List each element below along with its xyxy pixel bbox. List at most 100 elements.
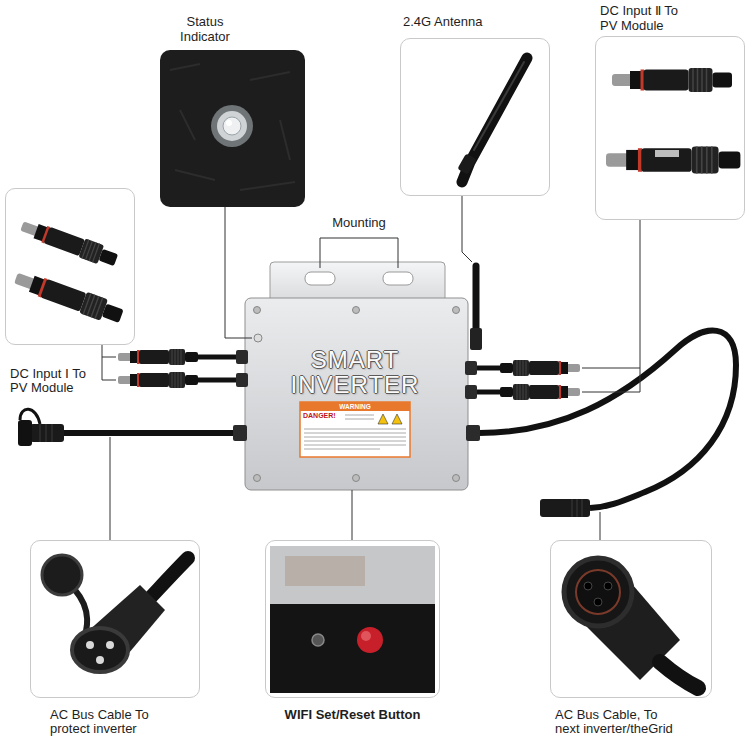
inset-frame [160, 50, 305, 207]
antenna [470, 266, 482, 350]
warning-label [378, 414, 402, 424]
callout-inset: 2.4G Antenna [400, 15, 550, 196]
ac-plug-photo [42, 555, 82, 595]
mc4-connector [118, 372, 198, 388]
dc-cable [236, 373, 248, 387]
warning-label [300, 402, 410, 457]
danger-text: DANGER! [303, 411, 343, 420]
antenna [470, 328, 482, 350]
wifi-button-photo [270, 546, 435, 604]
ac-cable [18, 420, 32, 446]
inverter-housing [305, 272, 335, 285]
leader-line [320, 238, 398, 268]
status-indicator-photo [211, 105, 253, 147]
wifi-button-photo [270, 546, 435, 693]
leader-line [102, 345, 116, 380]
status-indicator-photo [217, 111, 247, 141]
status-indicator-photo [223, 117, 241, 135]
inset-frame [265, 540, 440, 698]
inset-frame [550, 540, 712, 698]
status-indicator-photo [160, 50, 305, 207]
callout-inset: WIFI Set/Reset Button [265, 540, 440, 722]
antenna-photo [474, 62, 524, 150]
screw [254, 475, 261, 482]
ac-socket-photo [584, 582, 592, 590]
wifi-button-photo [285, 556, 365, 586]
ac-plug-photo [96, 656, 104, 664]
callout-label: DC Input Ⅱ To PV Module [600, 4, 684, 33]
inset-frame [5, 188, 135, 345]
warning-label [300, 402, 410, 457]
callout-label: AC Bus Cable, To next inverter/theGrid [555, 708, 685, 737]
mc4-connector [500, 384, 580, 400]
dc-cable [465, 361, 477, 375]
inverter-housing [383, 272, 413, 285]
leader-line [462, 196, 472, 262]
ac-cable [572, 499, 582, 517]
antenna-photo [457, 153, 476, 175]
mc4-connector [606, 147, 740, 174]
connector-tag [655, 150, 679, 157]
ac-socket-photo [604, 582, 612, 590]
leader-line [225, 207, 252, 338]
mc4-connector [500, 360, 580, 376]
ac-plug-photo [86, 641, 94, 649]
antenna-photo [457, 58, 527, 182]
leader-line [582, 220, 640, 392]
mc4-connector [612, 68, 732, 92]
mc4-connector [118, 349, 198, 365]
ac-plug-photo [72, 628, 128, 672]
ac-cable [40, 424, 52, 442]
ac-cable [30, 424, 64, 442]
mc4-connector [12, 267, 125, 326]
ac-socket-photo [564, 558, 698, 688]
warning-heading: WARNING [320, 403, 390, 411]
ac-cable [62, 430, 236, 436]
dc-cable [475, 366, 502, 371]
warning-label [300, 402, 410, 411]
antenna [473, 266, 480, 330]
warning-heading: WARNING [320, 403, 390, 411]
wifi-button-photo [361, 631, 371, 641]
device-brand-text: SMART INVERTER [280, 347, 430, 397]
ac-socket-photo [576, 570, 620, 614]
leader-line [600, 512, 601, 540]
leader-line [352, 490, 353, 540]
screw [453, 475, 460, 482]
dc-cable [465, 360, 580, 400]
ac-plug-photo [42, 555, 188, 672]
dc-cable [465, 385, 477, 399]
dc-cable [118, 349, 248, 388]
ac-socket-photo [594, 598, 602, 606]
ac-cable [20, 409, 40, 424]
callout-label: AC Bus Cable To protect inverter [50, 708, 160, 737]
ac-cable [466, 425, 480, 441]
dc-connector-photo [12, 217, 125, 327]
part-label: Mounting [319, 216, 399, 231]
danger-text: DANGER! [303, 411, 343, 420]
ac-cable [540, 499, 590, 517]
ac-plug-photo [106, 641, 114, 649]
ac-cable [18, 409, 247, 446]
dc-cable [196, 355, 238, 360]
inset-frame [595, 36, 745, 220]
callout-label: Status Indicator [175, 15, 235, 44]
dc-connector-photo [606, 68, 740, 173]
wifi-button-photo [270, 604, 435, 693]
callout-inset: Status Indicator [160, 15, 305, 207]
ac-plug-photo [150, 558, 188, 598]
inverter-housing [245, 298, 468, 490]
wifi-button-photo [357, 627, 383, 653]
device-brand-text: SMART INVERTER [280, 347, 430, 397]
status-indicator-photo [170, 64, 295, 190]
screw [254, 307, 460, 482]
status-light [254, 334, 262, 342]
callout-label: 2.4G Antenna [403, 15, 523, 29]
callout-inset: DC Input Ⅱ To PV Module [595, 4, 745, 220]
screw [353, 307, 360, 314]
ac-cable [233, 425, 247, 441]
dc-cable [236, 350, 248, 364]
ac-socket-photo [564, 558, 632, 626]
callout-inset: AC Bus Cable To protect inverter [30, 540, 200, 737]
dc-cable [196, 378, 238, 383]
